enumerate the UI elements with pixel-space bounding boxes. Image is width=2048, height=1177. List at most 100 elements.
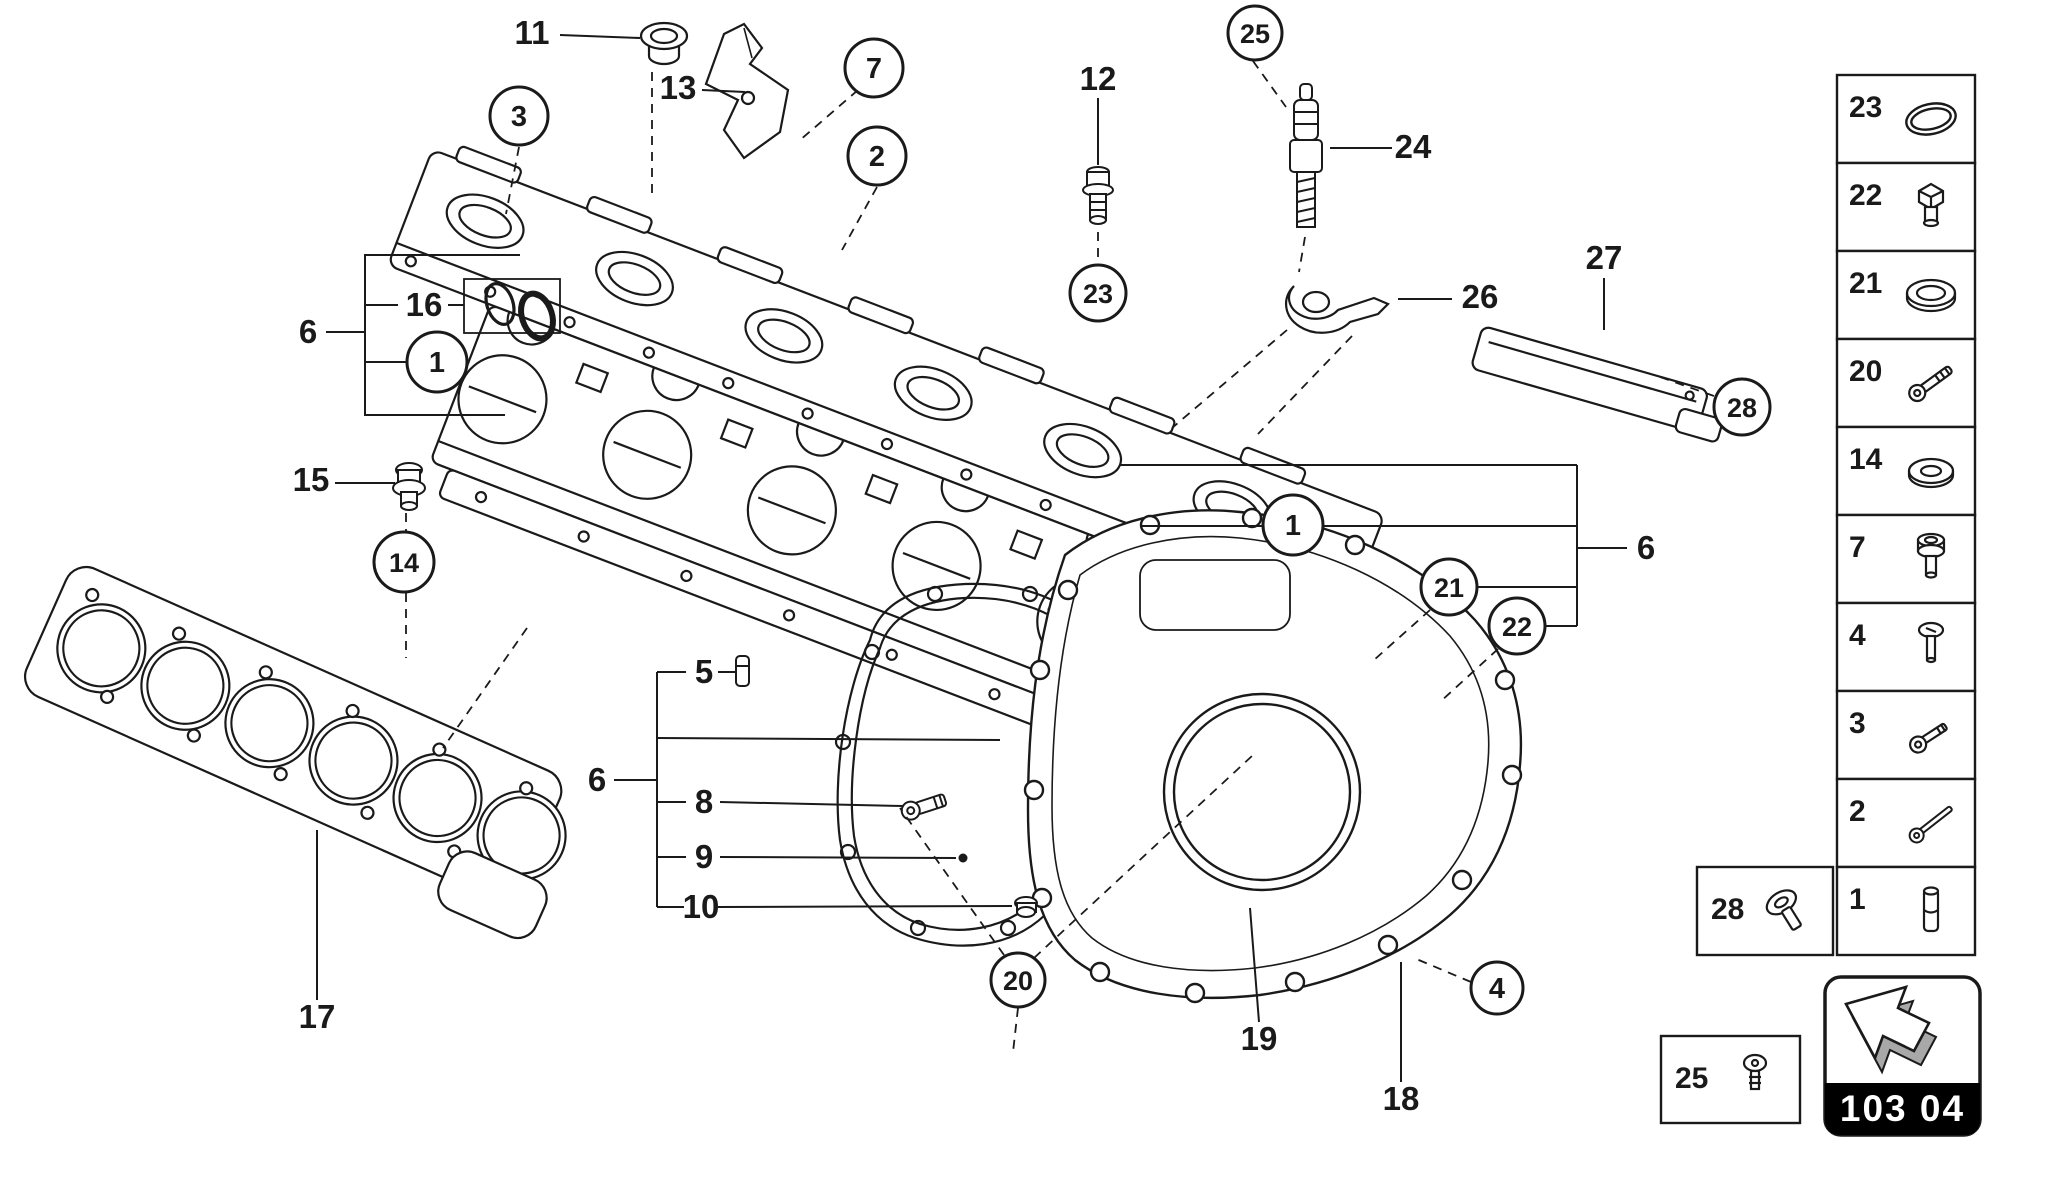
part-label-15: 15 bbox=[293, 461, 330, 498]
section-code-band bbox=[1825, 1083, 1980, 1135]
callout-number: 3 bbox=[511, 101, 527, 133]
cap-plug-part-10 bbox=[1014, 896, 1038, 918]
callout-circle-21: 21 bbox=[1419, 557, 1479, 617]
screw-plug-part-12 bbox=[1082, 166, 1114, 225]
part-label-6: 6 bbox=[1637, 529, 1655, 566]
aux-box-28: 28 bbox=[1695, 865, 1835, 957]
ball-part-9 bbox=[958, 853, 968, 863]
part-label-24: 24 bbox=[1395, 128, 1432, 165]
legend-row-22: 22 bbox=[1835, 161, 1977, 253]
callout-number: 1 bbox=[429, 347, 445, 379]
aux-box-cell bbox=[1695, 865, 1835, 957]
callout-circle-20: 20 bbox=[989, 951, 1047, 1009]
callout-circle-outline bbox=[1068, 263, 1128, 323]
part-label-26: 26 bbox=[1462, 278, 1499, 315]
legend-number: 22 bbox=[1849, 179, 1882, 212]
callout-circle-4: 4 bbox=[1469, 960, 1525, 1016]
aux-box-cell bbox=[1659, 1034, 1802, 1125]
callout-circle-outline bbox=[1226, 4, 1284, 62]
callout-number: 2 bbox=[869, 141, 885, 173]
dowel-icon bbox=[1922, 886, 1940, 933]
section-code-text: 103 04 bbox=[1840, 1088, 1965, 1129]
bolt-part-8 bbox=[900, 793, 948, 821]
cover-rail-part-27 bbox=[1471, 326, 1723, 443]
legend-row-3: 3 bbox=[1835, 689, 1977, 781]
callout-number: 4 bbox=[1489, 973, 1505, 1005]
clip-part-5 bbox=[735, 655, 750, 687]
callout-circle-outline bbox=[405, 330, 469, 394]
callout-circle-2: 2 bbox=[846, 125, 908, 187]
part-label-27: 27 bbox=[1586, 239, 1623, 276]
legend-number: 21 bbox=[1849, 267, 1882, 300]
part-label-8: 8 bbox=[695, 783, 713, 820]
callout-circle-outline bbox=[1469, 960, 1525, 1016]
part-label-13: 13 bbox=[660, 69, 697, 106]
legend-number: 7 bbox=[1849, 531, 1866, 564]
callout-circle-outline bbox=[1712, 377, 1772, 437]
part-label-9: 9 bbox=[695, 838, 713, 875]
legend-row-4: 4 bbox=[1835, 601, 1977, 693]
arrow-up-left-3d-icon bbox=[1844, 985, 1931, 1062]
callout-number: 28 bbox=[1727, 393, 1757, 423]
callout-number: 14 bbox=[389, 548, 419, 578]
legend-cell bbox=[1835, 161, 1977, 253]
part-label-6: 6 bbox=[299, 313, 317, 350]
legend-cell bbox=[1835, 689, 1977, 781]
legend-number: 3 bbox=[1849, 707, 1866, 740]
part-label-11: 11 bbox=[515, 14, 550, 51]
legend-row-2: 2 bbox=[1835, 777, 1977, 869]
legend-row-23: 23 bbox=[1835, 73, 1977, 165]
clamp-part-26 bbox=[1284, 285, 1390, 334]
legend-cell bbox=[1835, 513, 1977, 605]
legend-number: 2 bbox=[1849, 795, 1866, 828]
part-label-10: 10 bbox=[683, 888, 720, 925]
legend-row-14: 14 bbox=[1835, 425, 1977, 517]
callout-circle-outline bbox=[843, 37, 905, 99]
spark-plug-part-24 bbox=[1289, 83, 1323, 228]
aux-box-number: 28 bbox=[1711, 893, 1744, 926]
legend-row-1: 1 bbox=[1835, 865, 1977, 957]
part-label-19: 19 bbox=[1241, 1020, 1278, 1057]
callout-circle-outline bbox=[1487, 596, 1547, 656]
legend-row-7: 7 bbox=[1835, 513, 1977, 605]
legend-cell bbox=[1835, 337, 1977, 429]
legend-number: 23 bbox=[1849, 91, 1882, 124]
callout-number: 25 bbox=[1240, 19, 1270, 49]
callout-number: 23 bbox=[1083, 279, 1113, 309]
chain-guide-part-13 bbox=[704, 22, 790, 160]
timing-cover-drawing bbox=[1023, 507, 1523, 1004]
callout-circle-7: 7 bbox=[843, 37, 905, 99]
callout-circle-28: 28 bbox=[1712, 377, 1772, 437]
legend-number: 1 bbox=[1849, 883, 1866, 916]
callout-circle-outline bbox=[1261, 493, 1325, 557]
part-label-6: 6 bbox=[588, 761, 606, 798]
callout-number: 7 bbox=[866, 53, 882, 85]
callout-circle-25: 25 bbox=[1226, 4, 1284, 62]
legend-row-20: 20 bbox=[1835, 337, 1977, 429]
leader-lines bbox=[316, 34, 1627, 1082]
dashed-alignment-lines bbox=[405, 60, 1715, 1053]
callout-circle-outline bbox=[989, 951, 1047, 1009]
callout-circle-3: 3 bbox=[488, 85, 550, 147]
callout-circle-14: 14 bbox=[372, 530, 436, 594]
part-label-12: 12 bbox=[1080, 60, 1117, 97]
legend-row-21: 21 bbox=[1835, 249, 1977, 341]
callout-circle-1: 1 bbox=[1261, 493, 1325, 557]
sealing-cap-part-11 bbox=[639, 21, 689, 66]
aux-box-number: 25 bbox=[1675, 1062, 1708, 1095]
part-label-5: 5 bbox=[695, 653, 713, 690]
aux-box-25: 25 bbox=[1659, 1034, 1802, 1125]
valve-cover-drawing bbox=[389, 145, 1383, 630]
callout-circle-22: 22 bbox=[1487, 596, 1547, 656]
callout-circle-outline bbox=[846, 125, 908, 187]
legend-cell bbox=[1835, 601, 1977, 693]
callout-circle-23: 23 bbox=[1068, 263, 1128, 323]
part-label-16: 16 bbox=[406, 286, 443, 323]
callout-circle-outline bbox=[488, 85, 550, 147]
legend-number: 4 bbox=[1849, 619, 1866, 652]
callout-number: 22 bbox=[1502, 612, 1532, 642]
part-label-17: 17 bbox=[299, 998, 336, 1035]
callout-number: 20 bbox=[1003, 966, 1033, 996]
